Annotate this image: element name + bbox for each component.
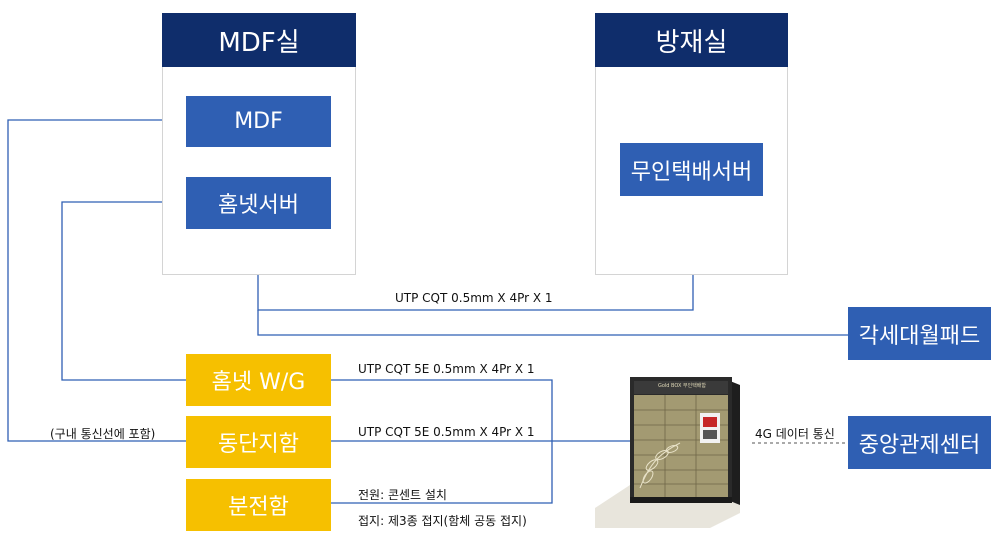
homenet-wg-box: 홈넷 W/G bbox=[186, 354, 331, 406]
wallpad-box: 각세대월패드 bbox=[848, 307, 991, 360]
locker-header-text: Gold BOX 무인택배함 bbox=[657, 383, 707, 389]
label-power: 전원: 콘센트 설치 bbox=[358, 488, 447, 502]
label-ground: 접지: 제3종 접지(함체 공동 접지) bbox=[358, 514, 527, 528]
mdf-room-title: MDF실 bbox=[162, 13, 356, 67]
line-mdf-to-terminal bbox=[7, 119, 186, 442]
label-utp-server: UTP CQT 0.5mm X 4Pr X 1 bbox=[395, 291, 553, 305]
homenet-server-box: 홈넷서버 bbox=[186, 177, 331, 229]
label-utp-wg: UTP CQT 5E 0.5mm X 4Pr X 1 bbox=[358, 362, 535, 376]
delivery-server-box: 무인택배서버 bbox=[620, 143, 763, 196]
disaster-room-title: 방재실 bbox=[595, 13, 788, 67]
central-center-box: 중앙관제센터 bbox=[848, 416, 991, 469]
delivery-locker-illustration: Gold BOX 무인택배함 bbox=[590, 373, 750, 528]
line-server-to-wg bbox=[61, 201, 186, 381]
distribution-box: 분전함 bbox=[186, 479, 331, 531]
label-utp-terminal: UTP CQT 5E 0.5mm X 4Pr X 1 bbox=[358, 425, 535, 439]
line-server-to-wallpad bbox=[257, 310, 848, 336]
label-internal-line: (구내 통신선에 포함) bbox=[50, 427, 156, 441]
mdf-box: MDF bbox=[186, 96, 331, 147]
label-4g: 4G 데이터 통신 bbox=[755, 427, 835, 441]
terminal-box: 동단지함 bbox=[186, 416, 331, 468]
